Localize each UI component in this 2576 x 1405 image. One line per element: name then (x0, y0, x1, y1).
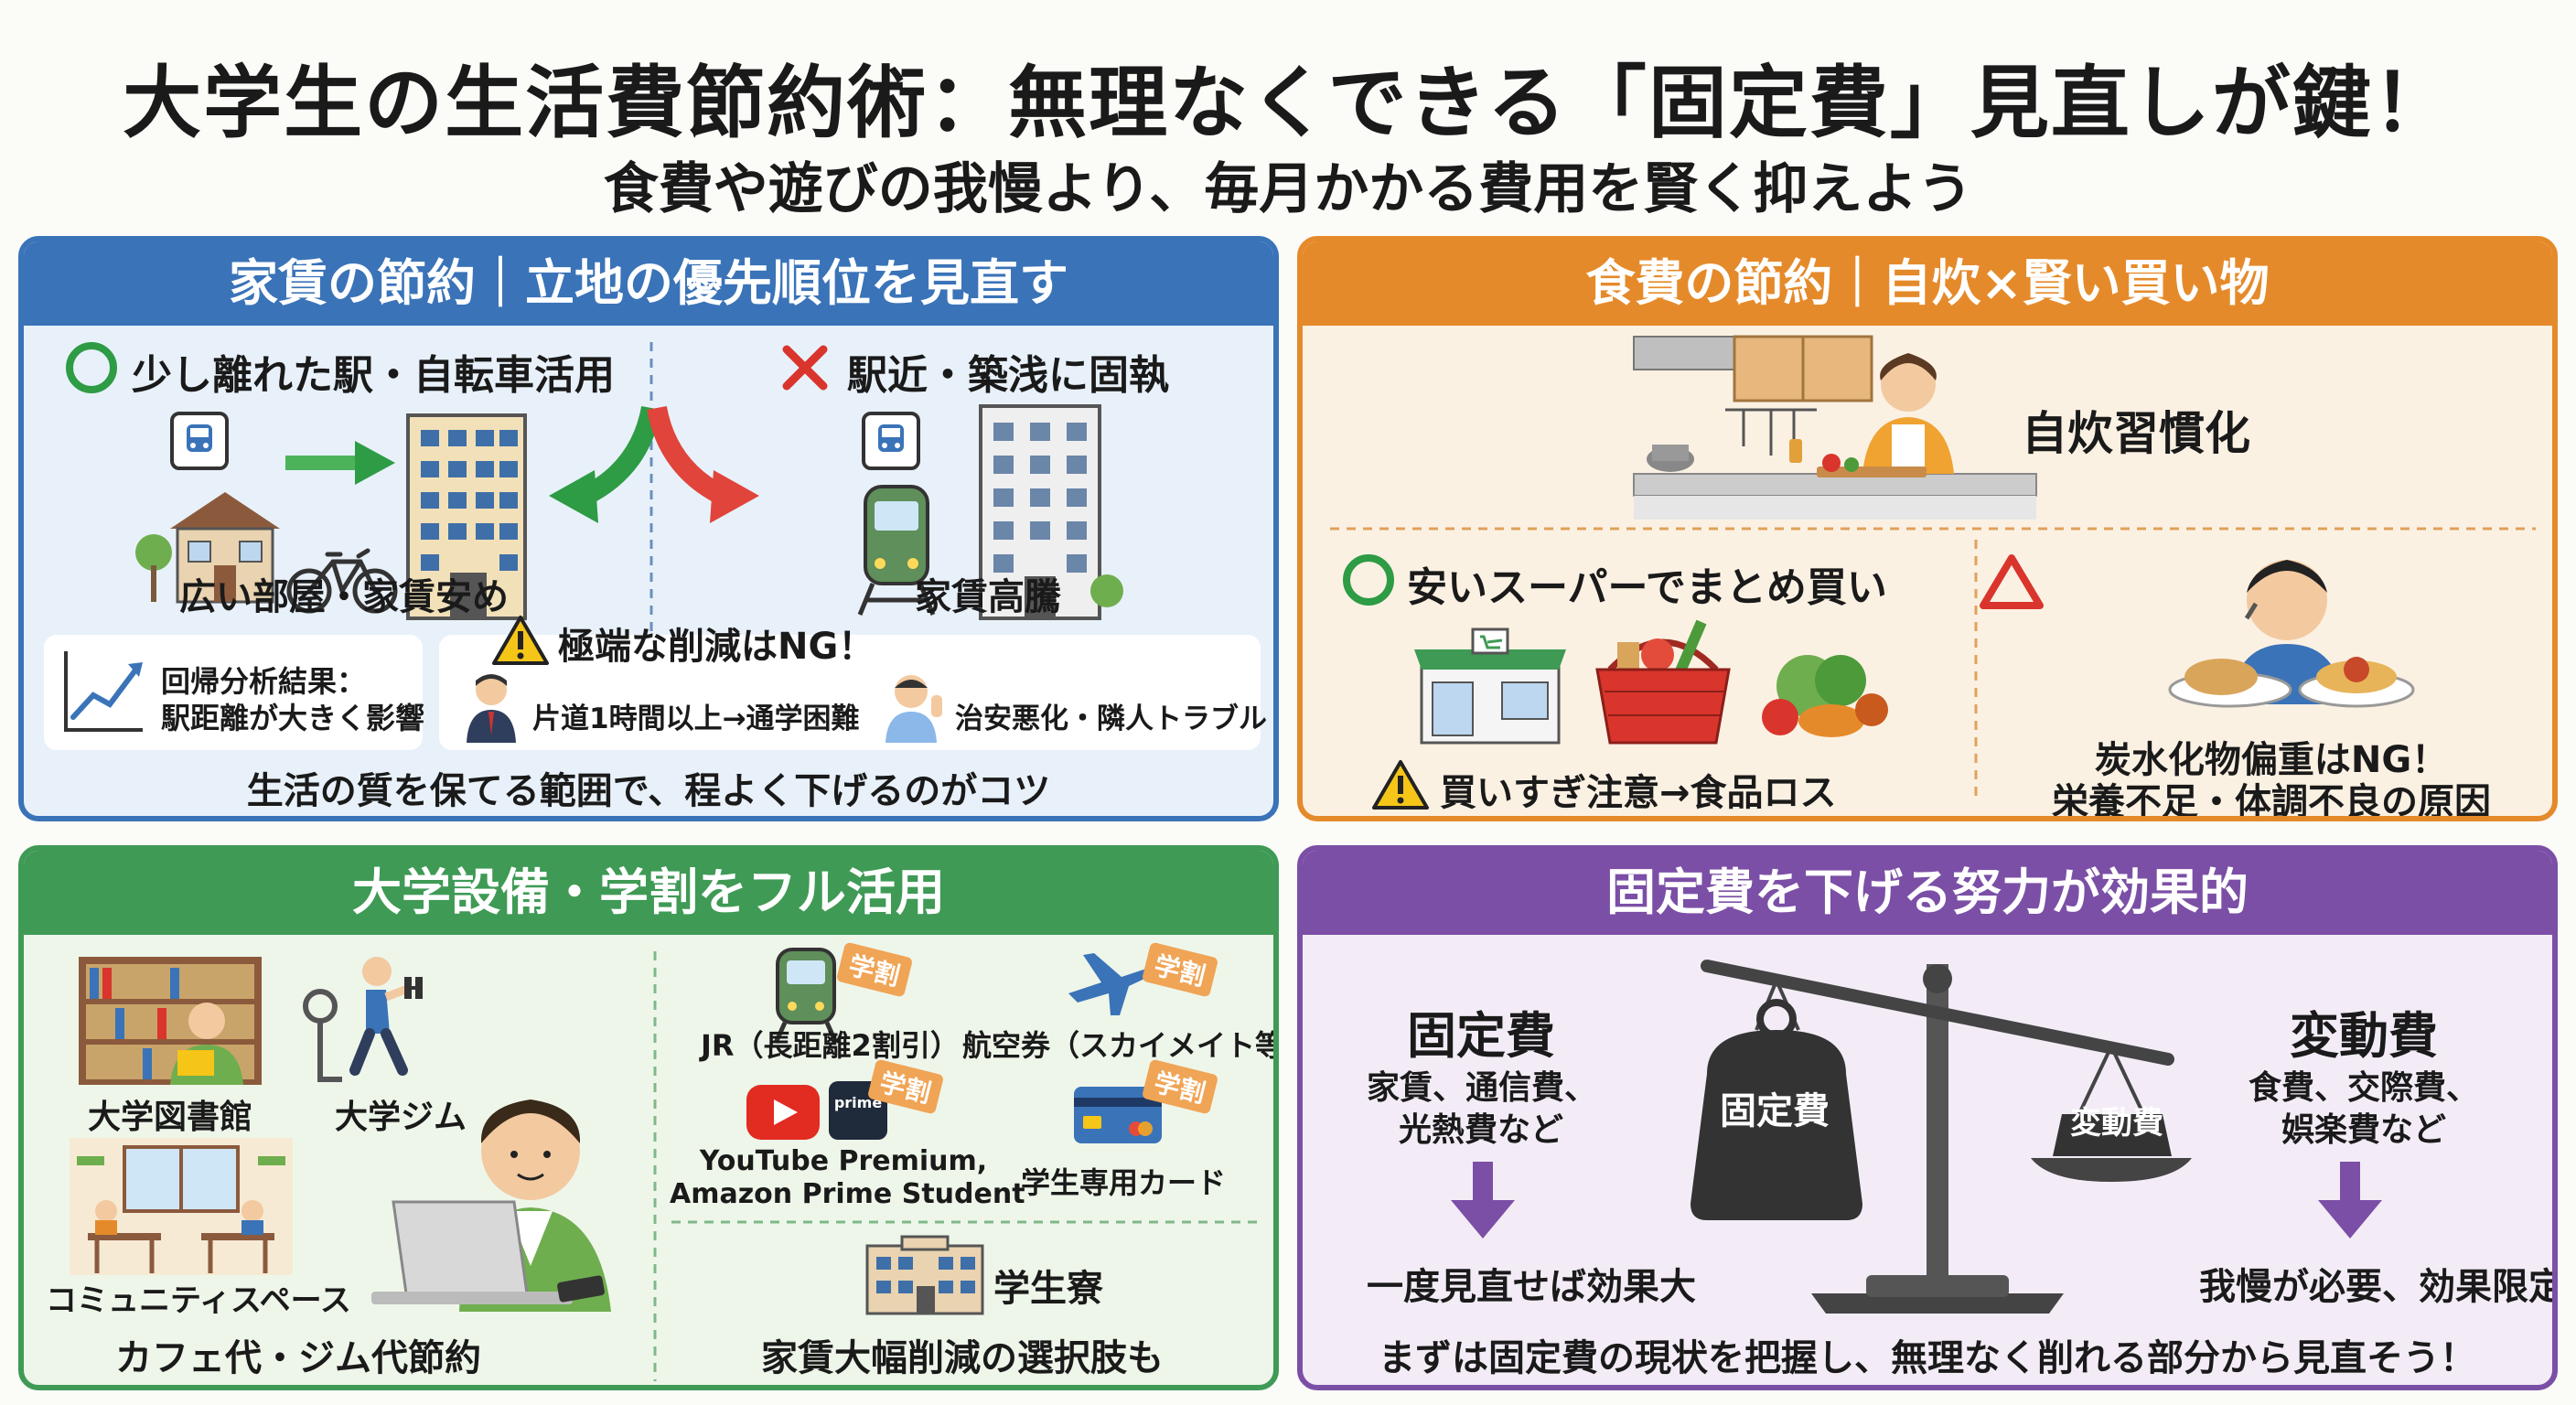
food-divider-v (1974, 540, 1978, 796)
regression-line1: 回帰分析結果： (161, 664, 367, 699)
supermarket-icon (1414, 627, 1566, 745)
rent-warning-item1: 片道1時間以上→通学困難 (532, 702, 860, 735)
community-space-illustration (70, 1138, 293, 1275)
regression-line2: 駅距離が大きく影響 (161, 701, 425, 735)
jr-train-icon (773, 948, 839, 1045)
train-icon (857, 485, 936, 616)
rent-divider (649, 342, 653, 681)
line-chart-icon (64, 651, 143, 732)
campus-yt-line2: Amazon Prime Student (670, 1178, 1025, 1210)
campus-dorm-caption: 家賃大幅削減の選択肢も (761, 1337, 1164, 1379)
food-shop-label: 安いスーパーでまとめ買い (1407, 564, 1887, 611)
fixed-cost-panel: 固定費を下げる努力が効果的 固定費 家賃、通信費、 光熱費など 一度見直せば効果… (1297, 845, 2558, 1390)
campus-divider-v (653, 951, 657, 1381)
bicycle-icon (286, 548, 398, 614)
page-subtitle: 食費や遊びの我慢より、毎月かかる費用を賢く抑えよう (603, 157, 1973, 221)
campus-card: 学生専用カード (1021, 1165, 1227, 1200)
cross-icon (782, 345, 828, 391)
campus-panel-title: 大学設備・学割をフル活用 (24, 851, 1273, 935)
food-carb-line1: 炭水化物偏重はNG！ (2094, 739, 2449, 781)
balance-scale-illustration (1690, 960, 2192, 1314)
campus-yt-line1: YouTube Premium, (699, 1145, 988, 1177)
student-avatar-icon (467, 674, 516, 743)
food-carb-line2: 栄養不足・体調不良の原因 (2052, 781, 2491, 821)
food-shop-warning: 買いすぎ注意→食品ロス (1440, 772, 1837, 814)
fixed-desc1: 家賃、通信費、 (1367, 1069, 1598, 1107)
good-circle-icon-2 (1343, 554, 1394, 606)
campus-cafe-gym: カフェ代・ジム代節約 (115, 1337, 481, 1379)
vegetables-icon (1762, 655, 1888, 737)
down-arrow-icon-2 (2318, 1162, 2382, 1239)
kitchen-cooking-illustration (1633, 335, 2037, 520)
food-panel: 食費の節約｜自炊×賢い買い物 自炊習慣化 安いスーパーでまとめ買い (1297, 236, 2558, 821)
eating-student-illustration (2168, 560, 2415, 708)
house-icon (135, 492, 280, 604)
campus-divider-h (671, 1220, 1257, 1224)
credit-card-icon (1074, 1087, 1162, 1143)
worried-person-icon (886, 675, 942, 743)
weight-fixed-label: 固定費 (1720, 1090, 1830, 1132)
warning-icon (492, 616, 549, 665)
campus-jr: JR（長距離2割引） (701, 1028, 960, 1063)
campus-dorm: 学生寮 (993, 1268, 1103, 1310)
curved-arrows-icon (549, 405, 759, 523)
rent-bad-label: 駅近・築浅に固執 (847, 352, 1169, 399)
food-cook-label: 自炊習慣化 (2022, 407, 2250, 460)
campus-library: 大学図書館 (88, 1099, 253, 1136)
triangle-caution-icon (1980, 554, 2044, 609)
page-title: 大学生の生活費節約術：無理なくできる「固定費」見直しが鍵！ (123, 58, 2453, 149)
rent-warning-item2: 治安悪化・隣人トラブル (955, 702, 1267, 735)
rent-footer: 生活の質を保てる範囲で、程よく下げるのがコツ (246, 770, 1051, 812)
tall-building-icon (979, 404, 1123, 620)
library-illustration (79, 957, 262, 1085)
train-sign-icon (170, 412, 229, 470)
youtube-icon (746, 1085, 820, 1140)
good-circle-icon (66, 342, 117, 393)
fixed-panel-title: 固定費を下げる努力が効果的 (1303, 851, 2552, 935)
jr-discount-tag: 学割 (835, 941, 914, 998)
gym-illustration (303, 957, 423, 1082)
fixed-title: 固定費 (1407, 1007, 1555, 1065)
food-panel-title: 食費の節約｜自炊×賢い買い物 (1303, 241, 2552, 326)
rent-panel: 家賃の節約｜立地の優先順位を見直す 少し離れた駅・自転車活用 駅近・築浅に固執 (18, 236, 1279, 821)
prime-video-icon: prime (829, 1081, 887, 1140)
fixed-footer: まずは固定費の現状を把握し、無理なく削れる部分から見直そう！ (1379, 1337, 2476, 1379)
variable-title: 変動費 (2290, 1007, 2438, 1065)
rent-warning-card (439, 635, 1261, 750)
airplane-icon (1068, 953, 1157, 1015)
weight-variable-label: 変動費 (2070, 1105, 2163, 1142)
rent-good-label: 少し離れた駅・自転車活用 (132, 352, 615, 399)
warning-icon-2 (1372, 760, 1429, 810)
campus-community: コミュニティスペース (46, 1282, 351, 1319)
variable-desc1: 食費、交際費、 (2248, 1069, 2479, 1107)
fixed-effect: 一度見直せば効果大 (1367, 1266, 1696, 1308)
campus-panel: 大学設備・学割をフル活用 大学図書館 大学ジム コミュニティスペース (18, 845, 1279, 1390)
student-laptop-illustration (371, 1099, 611, 1312)
variable-effect: 我慢が必要、効果限定的 (2199, 1266, 2552, 1308)
food-divider-h (1330, 527, 2536, 531)
apartment-building-icon (406, 413, 527, 620)
rent-warning-title: 極端な削減はNG！ (558, 626, 875, 668)
rent-good-caption: 広い部屋・家賃安め (179, 576, 509, 618)
fixed-desc2: 光熱費など (1398, 1111, 1563, 1149)
dorm-building-icon (865, 1235, 984, 1315)
campus-gym: 大学ジム (335, 1099, 467, 1136)
arrow-right-icon (285, 441, 395, 485)
rent-bad-caption: 家賃高騰 (915, 576, 1061, 618)
variable-desc2: 娯楽費など (2281, 1111, 2446, 1149)
shopping-basket-icon (1595, 619, 1731, 745)
train-sign-icon-2 (862, 412, 920, 470)
down-arrow-icon (1451, 1162, 1515, 1239)
rent-panel-title: 家賃の節約｜立地の優先順位を見直す (24, 241, 1273, 326)
campus-air: 航空券（スカイメイト等） (962, 1028, 1279, 1063)
